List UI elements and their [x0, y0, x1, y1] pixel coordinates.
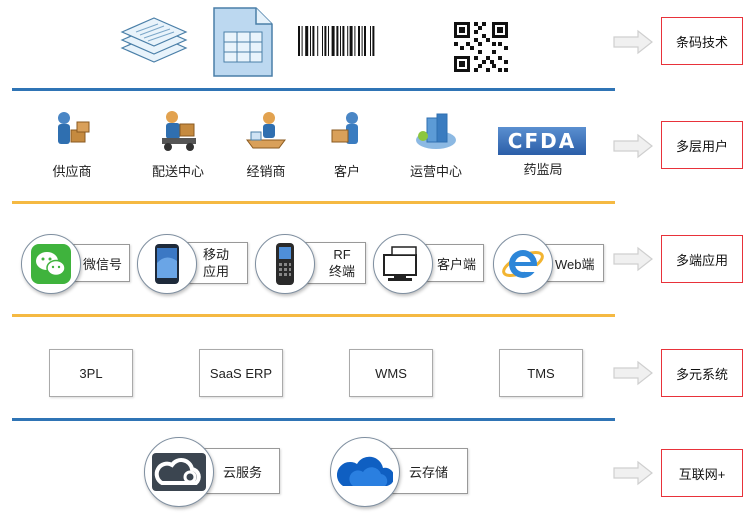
device-label: Web端 — [555, 256, 595, 272]
device-label: 微信号 — [83, 256, 123, 272]
role-distribution-center: 配送中心 — [138, 110, 218, 180]
role-label: 供应商 — [52, 164, 92, 179]
cfda-logo-text: CFDA — [507, 129, 577, 153]
arrow-right-icon — [613, 246, 653, 272]
separator-line — [12, 201, 615, 204]
operation-center-icon — [416, 113, 456, 149]
desktop-computer-icon — [373, 234, 433, 294]
wechat-icon — [21, 234, 81, 294]
arrow-right-icon — [613, 29, 653, 55]
cloud-storage-icon — [330, 437, 400, 507]
role-customer: 客户 — [309, 110, 385, 180]
role-label: 配送中心 — [151, 164, 204, 179]
arrow-right-icon — [613, 360, 653, 386]
rf-terminal-icon — [255, 234, 315, 294]
separator-line — [12, 418, 615, 421]
role-operation-center: 运营中心 — [398, 110, 474, 180]
smartphone-icon — [137, 234, 197, 294]
customer-icon — [331, 112, 358, 144]
layer-label-endpoints: 多端应用 — [661, 235, 743, 283]
role-label: 运营中心 — [409, 164, 462, 179]
separator-line — [12, 88, 615, 91]
system-wms: WMS — [349, 349, 433, 397]
role-drug-administration: CFDA 药监局 — [498, 127, 588, 178]
qr-code-icon — [448, 16, 514, 83]
supplier-icon — [58, 112, 90, 144]
cloud-service-icon — [144, 437, 214, 507]
document-stack-icon — [118, 12, 190, 75]
device-label: 客户端 — [437, 256, 477, 272]
role-supplier: 供应商 — [34, 110, 110, 180]
system-3pl: 3PL — [49, 349, 133, 397]
cloud-label: 云服务 — [223, 464, 263, 480]
role-distributor: 经销商 — [228, 110, 304, 180]
web-browser-icon — [493, 234, 553, 294]
distributor-icon — [246, 112, 286, 149]
distribution-center-icon — [162, 111, 196, 151]
arrow-right-icon — [613, 133, 653, 159]
role-label: 药监局 — [523, 162, 563, 177]
device-label: RF 终端 — [328, 247, 355, 279]
role-label: 经销商 — [246, 164, 286, 179]
separator-line — [12, 314, 615, 317]
cfda-logo: CFDA — [498, 127, 586, 155]
layer-label-barcode: 条码技术 — [661, 17, 743, 65]
layer-label-internet: 互联网+ — [661, 449, 743, 497]
device-web: Web端 — [522, 244, 604, 282]
system-saas-erp: SaaS ERP — [199, 349, 283, 397]
cloud-label: 云存储 — [409, 464, 449, 480]
system-tms: TMS — [499, 349, 583, 397]
role-label: 客户 — [333, 164, 360, 179]
arrow-right-icon — [613, 460, 653, 486]
layer-label-users: 多层用户 — [661, 121, 743, 169]
device-label: 移动 应用 — [203, 247, 230, 279]
layer-label-systems: 多元系统 — [661, 349, 743, 397]
spreadsheet-icon — [212, 6, 274, 83]
barcode-icon — [296, 24, 416, 63]
